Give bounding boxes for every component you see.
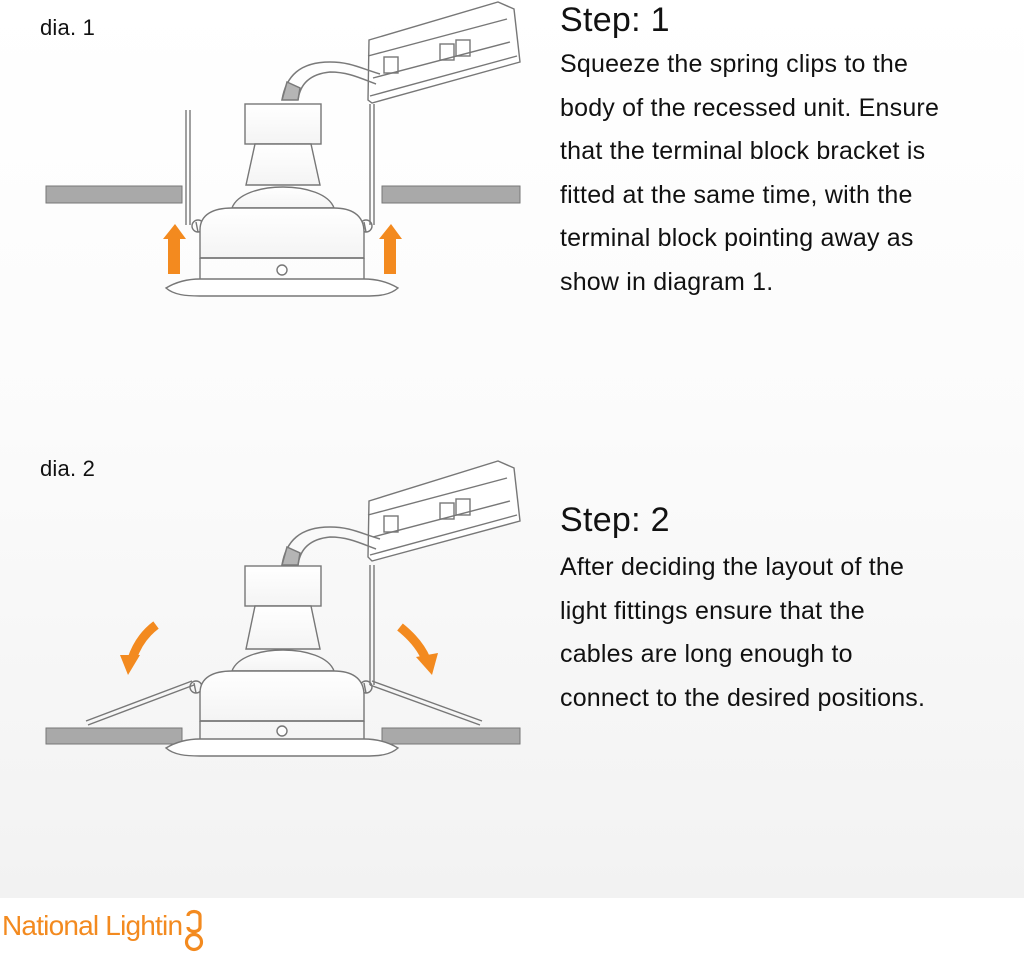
terminal-block bbox=[367, 1, 521, 104]
spring-clip-right bbox=[359, 104, 375, 233]
spring-clip-left bbox=[85, 680, 203, 726]
ceiling-board-left bbox=[45, 185, 183, 204]
up-arrow-icon bbox=[163, 224, 186, 274]
curved-arrow-icon bbox=[120, 655, 140, 675]
downlight-body bbox=[164, 103, 400, 297]
curved-arrow-icon bbox=[397, 623, 431, 661]
step-2-line: connect to the desired positions. bbox=[560, 683, 926, 712]
curved-arrow-icon bbox=[416, 653, 438, 675]
step-1-line: fitted at the same time, with the bbox=[560, 180, 913, 209]
diagram-2 bbox=[45, 460, 521, 757]
up-arrow-icon bbox=[379, 224, 402, 274]
brand-logo: National Lightin bbox=[2, 906, 209, 954]
curved-arrow-icon bbox=[127, 621, 159, 661]
diagram-2-label: dia. 2 bbox=[40, 456, 96, 481]
spring-clip-left bbox=[185, 110, 205, 233]
ceiling-board-right bbox=[381, 185, 521, 204]
step-2-line: After deciding the layout of the bbox=[560, 553, 905, 581]
step-1-text: Squeeze the spring clips to the body of … bbox=[560, 43, 1000, 304]
step-1-line: terminal block pointing away as bbox=[560, 224, 914, 252]
step-1-line: body of the recessed unit. Ensure bbox=[560, 93, 940, 122]
step-1-title: Step: 1 bbox=[560, 1, 670, 39]
spring-clip-right bbox=[359, 565, 483, 726]
step-1-line: Squeeze the spring clips to the bbox=[560, 50, 909, 78]
diagram-1-label: dia. 1 bbox=[40, 15, 96, 40]
cable bbox=[281, 526, 381, 566]
step-2-line: cables are long enough to bbox=[560, 640, 853, 668]
light-bulb-icon bbox=[185, 909, 204, 952]
diagram-1 bbox=[45, 1, 521, 297]
downlight-body bbox=[164, 565, 400, 757]
ceiling-board-right bbox=[381, 727, 521, 745]
cable bbox=[281, 61, 381, 101]
step-1-line: that the terminal block bracket is bbox=[560, 137, 926, 165]
footer bbox=[0, 898, 1024, 956]
step-2-text: After deciding the layout of the light f… bbox=[560, 546, 1000, 720]
step-2-title: Step: 2 bbox=[560, 501, 670, 539]
ceiling-board-left bbox=[45, 727, 183, 745]
brand-logo-text: National Lightin bbox=[2, 910, 183, 941]
step-2-line: light fittings ensure that the bbox=[560, 596, 865, 625]
terminal-block bbox=[367, 460, 521, 562]
step-1-line: show in diagram 1. bbox=[560, 267, 774, 296]
